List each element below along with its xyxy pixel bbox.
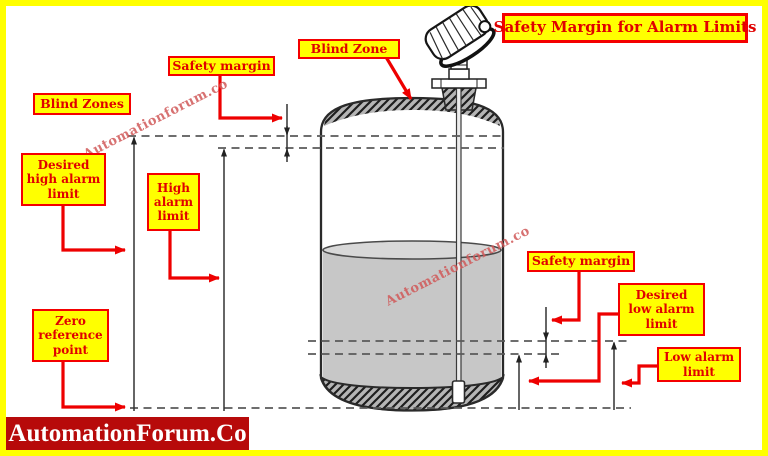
flange [431, 78, 487, 89]
label-safety-margin-top: Safety margin [168, 56, 275, 76]
label-zero-reference-point: Zero reference point [32, 309, 109, 362]
brand-banner: AutomationForum.Co [6, 417, 249, 450]
arrow-desired-low [528, 312, 618, 386]
dimension-lines [131, 104, 617, 411]
arrow-high-alarm [168, 231, 220, 283]
probe-rod [455, 87, 462, 385]
transmitter-neck [448, 68, 470, 80]
arrow-blind-zone [384, 56, 413, 100]
arrow-zero-reference [61, 361, 126, 412]
label-high-alarm-limit: High alarm limit [147, 173, 200, 231]
arrow-low-alarm [621, 364, 657, 388]
label-desired-high-alarm-limit: Desired high alarm limit [21, 153, 106, 206]
label-low-alarm-limit: Low alarm limit [657, 347, 741, 382]
level-transmitter [424, 4, 496, 404]
label-desired-low-alarm-limit: Desired low alarm limit [618, 283, 705, 336]
callout-arrows [61, 56, 657, 412]
label-safety-margin-low: Safety margin [527, 251, 635, 272]
transmitter-head [424, 4, 496, 68]
arrow-desired-high [61, 205, 126, 255]
level-lines [128, 135, 631, 409]
page-title: Safety Margin for Alarm Limits [494, 13, 756, 43]
label-blind-zone: Blind Zone [298, 39, 400, 59]
arrow-safety-margin-top [218, 76, 283, 123]
arrow-safety-margin-low [551, 272, 581, 325]
probe-counterweight [451, 380, 466, 404]
tank-outline [319, 96, 505, 412]
label-blind-zones: Blind Zones [33, 93, 131, 115]
